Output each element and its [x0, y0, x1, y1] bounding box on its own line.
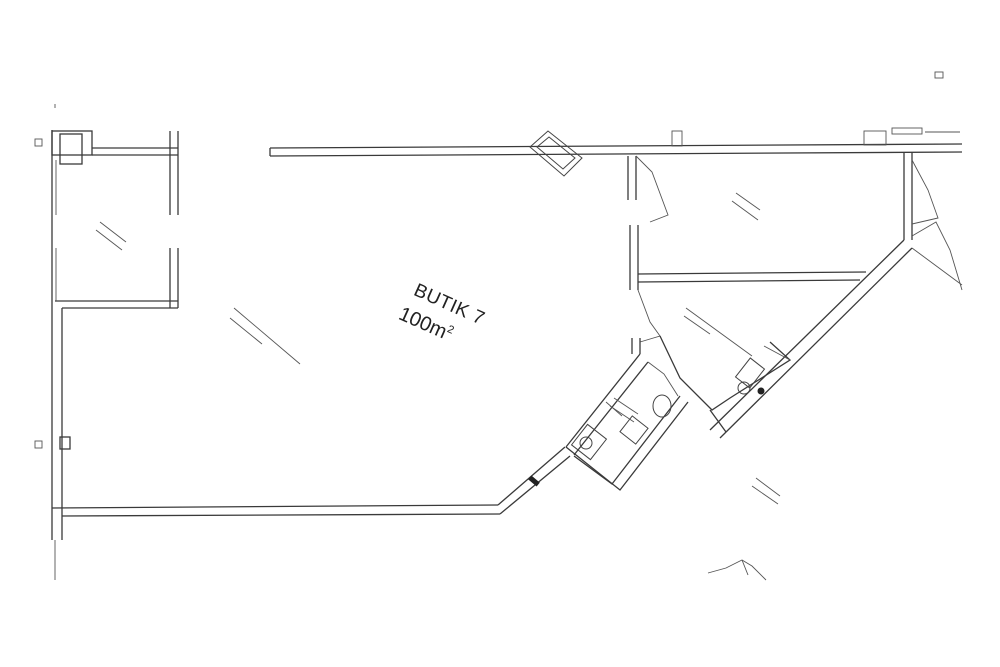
central-partition — [627, 155, 867, 354]
diagonal-door-mark — [528, 475, 540, 487]
left-outer-wall — [34, 104, 71, 580]
top-wall — [269, 143, 963, 157]
bathroom-block — [565, 361, 689, 491]
unit-area-superscript: 2 — [445, 323, 455, 336]
diagonal-wall — [565, 239, 913, 456]
room-label-marks — [95, 192, 781, 505]
top-wall-opening — [529, 130, 583, 177]
kitchenette — [659, 335, 792, 433]
top-wall-stubs — [671, 71, 960, 147]
right-stair-area — [903, 152, 963, 291]
unit-label-group: BUTIK 7 100m2 — [395, 280, 487, 343]
left-annex-room — [51, 130, 179, 309]
bottom-wall — [51, 446, 571, 517]
bottom-right-marks — [707, 559, 767, 581]
